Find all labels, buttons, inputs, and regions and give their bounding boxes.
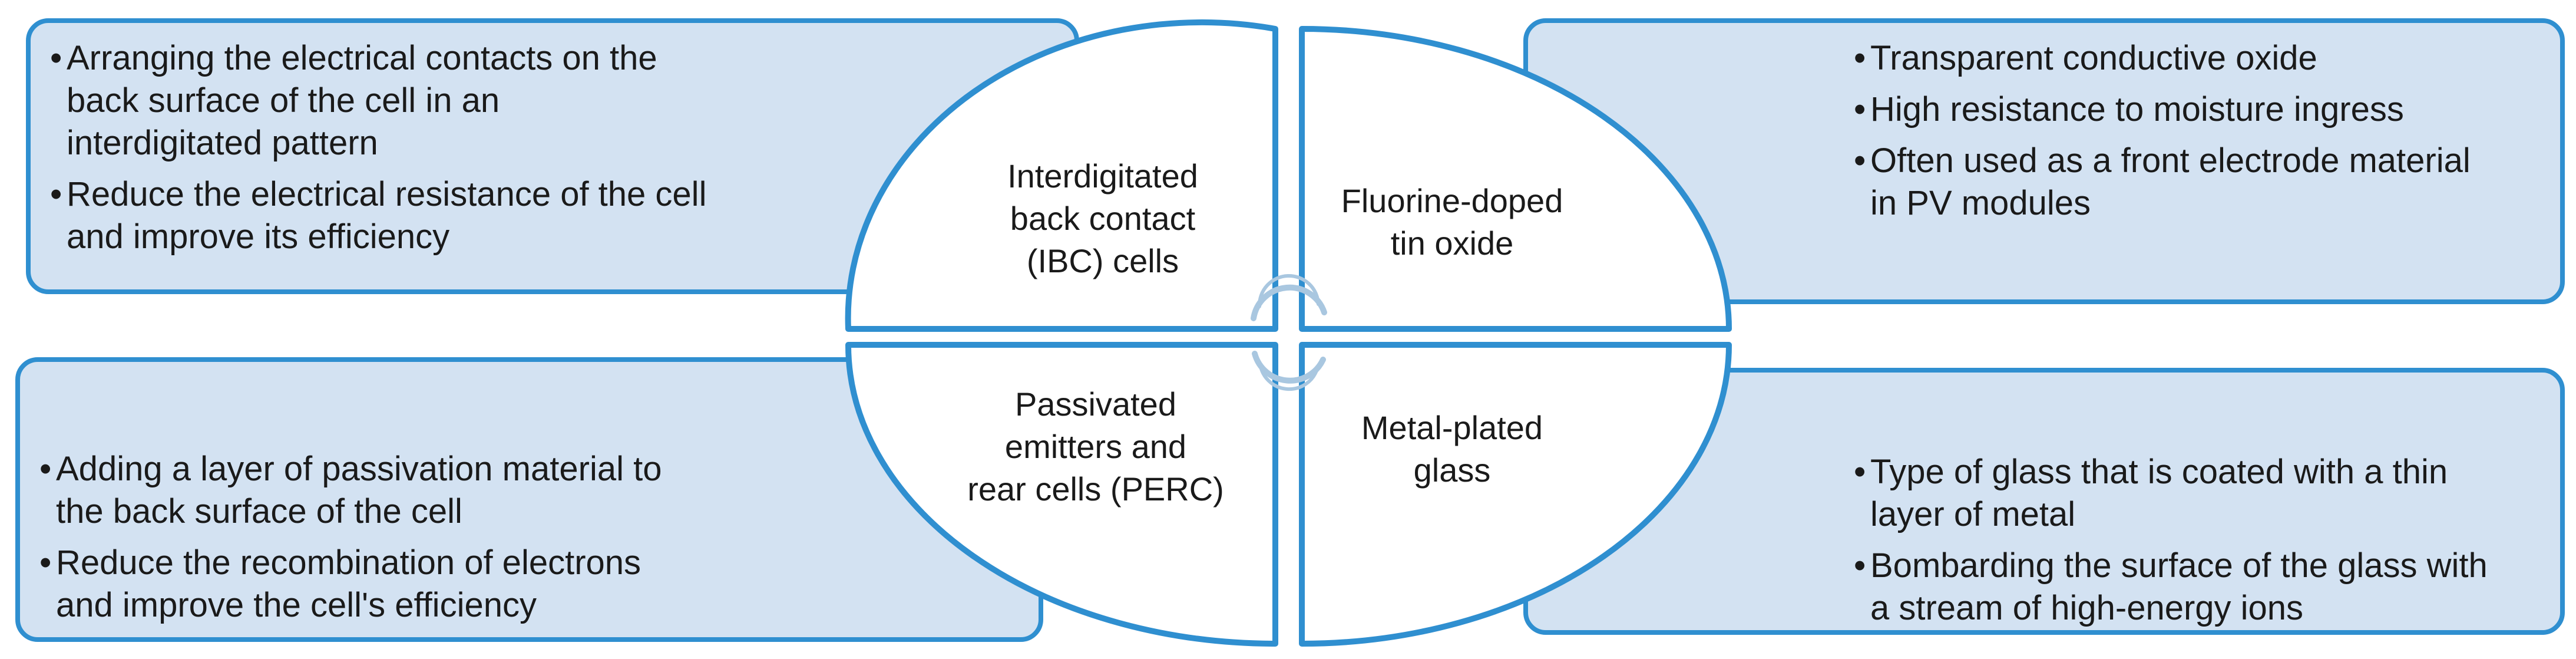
- bullet-marker: •: [50, 175, 62, 213]
- bullets-top-left: •Arranging the electrical contacts on th…: [50, 39, 706, 256]
- bullet-text-line: Often used as a front electrode material: [1870, 141, 2471, 180]
- bullet-text-line: Transparent conductive oxide: [1870, 39, 2317, 77]
- quadrant-title-line: rear cells (PERC): [967, 470, 1224, 508]
- bullet-marker: •: [1854, 546, 1866, 585]
- bullet-text-line: in PV modules: [1870, 184, 2091, 222]
- quadrant-title-line: tin oxide: [1391, 225, 1514, 262]
- center-ring-icon: [1251, 274, 1327, 391]
- bullet-marker: •: [1854, 39, 1866, 77]
- bullet-marker: •: [1854, 453, 1866, 491]
- bullet-marker: •: [50, 39, 62, 77]
- title-bottom-right: Metal-plated glass: [1361, 409, 1543, 489]
- bullet-text-line: interdigitated pattern: [67, 124, 378, 162]
- quadrant-title-line: back contact: [1010, 200, 1196, 237]
- bullet-marker: •: [39, 543, 51, 582]
- bullet-text-line: and improve its efficiency: [67, 218, 449, 256]
- quadrant-title-line: glass: [1414, 452, 1491, 489]
- quadrant-title-line: Interdigitated: [1007, 157, 1198, 195]
- bullet-text-line: Bombarding the surface of the glass with: [1870, 546, 2488, 585]
- bullet-text-line: Arranging the electrical contacts on the: [67, 39, 657, 77]
- bullets-bottom-right: •Type of glass that is coated with a thi…: [1854, 453, 2488, 627]
- quadrant-title-line: (IBC) cells: [1027, 242, 1179, 279]
- quadrant-title-line: emitters and: [1005, 428, 1186, 465]
- title-top-left: Interdigitated back contact (IBC) cells: [1007, 157, 1198, 279]
- quadrant-title-line: Fluorine-doped: [1341, 182, 1563, 219]
- quadrant-title-line: Passivated: [1015, 385, 1176, 423]
- bullet-text-line: High resistance to moisture ingress: [1870, 90, 2404, 128]
- quadrant-top-left: [845, 19, 1278, 332]
- bullet-marker: •: [39, 450, 51, 488]
- bullet-text-line: Reduce the electrical resistance of the …: [67, 175, 706, 213]
- bullet-text-line: a stream of high-energy ions: [1870, 589, 2303, 627]
- bullet-text-line: Reduce the recombination of electrons: [56, 543, 641, 582]
- bullet-text-line: the back surface of the cell: [56, 492, 462, 531]
- quadrant-title-line: Metal-plated: [1361, 409, 1543, 446]
- bullet-text-line: and improve the cell's efficiency: [56, 586, 537, 624]
- bullets-bottom-left: •Adding a layer of passivation material …: [39, 450, 662, 624]
- bullet-text-line: back surface of the cell in an: [67, 81, 500, 120]
- bullet-text-line: Adding a layer of passivation material t…: [56, 450, 662, 488]
- bullet-text-line: Type of glass that is coated with a thin: [1870, 453, 2448, 491]
- bullet-marker: •: [1854, 141, 1866, 180]
- title-bottom-left: Passivated emitters and rear cells (PERC): [967, 385, 1224, 508]
- bullet-text-line: layer of metal: [1870, 495, 2075, 533]
- title-top-right: Fluorine-doped tin oxide: [1341, 182, 1563, 262]
- quadrant-bottom-right: [1299, 342, 1732, 647]
- quadrant-bottom-left: [845, 342, 1278, 647]
- quadrant-top-right: [1299, 26, 1732, 332]
- bullets-top-right: •Transparent conductive oxide•High resis…: [1854, 39, 2471, 222]
- bullet-marker: •: [1854, 90, 1866, 128]
